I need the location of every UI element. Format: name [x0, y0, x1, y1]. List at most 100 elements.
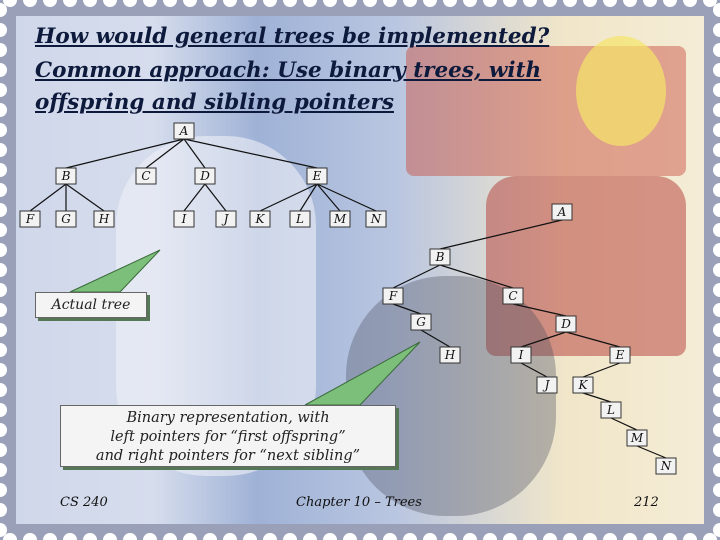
binary-tree-edges — [392, 219, 667, 459]
binary-tree-node-box — [655, 457, 677, 475]
actual-tree-node-k: K — [249, 210, 271, 228]
actual-tree-node-l: L — [289, 210, 311, 228]
actual-tree-node-e: E — [306, 167, 328, 185]
binary-tree-node-box — [572, 376, 594, 394]
actual-tree-node-box — [93, 210, 115, 228]
actual-tree-node-label: K — [255, 212, 266, 226]
actual-tree-edge-d-j — [204, 183, 227, 212]
binary-tree-node-l: L — [600, 401, 622, 419]
stamp-background-image — [16, 16, 704, 524]
binary-tree-edge-i-j — [520, 362, 548, 378]
actual-tree-node-label: D — [199, 169, 210, 183]
actual-tree-node-n: N — [365, 210, 387, 228]
binary-tree-node-label: H — [444, 348, 456, 362]
binary-tree-node-n: N — [655, 457, 677, 475]
actual-tree-edge-e-l — [299, 183, 318, 212]
binary-tree-edge-g-h — [420, 329, 451, 348]
footer-course: CS 240 — [60, 495, 108, 510]
binary-tree-node-k: K — [572, 376, 594, 394]
binary-tree-node-c: C — [502, 287, 524, 305]
actual-tree-node-label: C — [141, 169, 150, 183]
actual-tree-edges — [29, 138, 377, 212]
binary-tree-node-label: M — [630, 431, 644, 445]
binary-tree-node-h: H — [439, 346, 461, 364]
actual-tree-node-label: E — [312, 169, 322, 183]
binary-tree-edge-m-n — [636, 445, 667, 459]
binary-tree-node-box — [609, 346, 631, 364]
actual-tree-node-box — [365, 210, 387, 228]
actual-tree-node-d: D — [194, 167, 216, 185]
binary-tree-node-label: A — [557, 205, 567, 219]
binary-tree-edge-l-m — [610, 417, 638, 431]
binary-tree-edge-d-i — [520, 331, 567, 348]
binary-callout-line-2: left pointers for “first offspring” — [110, 429, 346, 445]
actual-tree-node-label: I — [181, 212, 187, 226]
binary-tree-node-label: C — [508, 289, 517, 303]
actual-tree-node-box — [135, 167, 157, 185]
actual-tree-node-box — [173, 210, 195, 228]
binary-tree-node-label: G — [416, 315, 426, 329]
actual-tree-node-box — [215, 210, 237, 228]
binary-tree-node-g: G — [410, 313, 432, 331]
actual-tree-node-box — [249, 210, 271, 228]
actual-tree-node-label: G — [61, 212, 71, 226]
binary-tree-node-box — [626, 429, 648, 447]
actual-tree-node-label: J — [221, 212, 230, 226]
binary-tree-node-label: I — [518, 348, 524, 362]
binary-tree-node-box — [555, 315, 577, 333]
binary-tree-node-box — [510, 346, 532, 364]
actual-tree-node-box — [194, 167, 216, 185]
actual-tree-callout-text: Actual tree — [51, 297, 131, 313]
actual-tree-node-box — [55, 210, 77, 228]
binary-tree-edge-b-f — [392, 264, 441, 289]
actual-tree-node-c: C — [135, 167, 157, 185]
title-line-1: How would general trees be implemented? — [35, 24, 550, 49]
actual-tree-node-b: B — [55, 167, 77, 185]
actual-tree-node-label: B — [61, 169, 71, 183]
binary-tree-edge-c-d — [512, 303, 567, 317]
actual-tree-callout-pointer — [69, 249, 161, 293]
actual-tree-node-g: G — [55, 210, 77, 228]
actual-tree-node-i: I — [173, 210, 195, 228]
actual-tree-edge-a-c — [145, 138, 185, 169]
actual-tree-edge-a-b — [65, 138, 185, 169]
binary-tree-node-e: E — [609, 346, 631, 364]
binary-tree-node-label: L — [606, 403, 615, 417]
binary-tree-edge-e-k — [582, 362, 621, 378]
actual-tree-node-box — [55, 167, 77, 185]
binary-tree-node-box — [551, 203, 573, 221]
actual-tree-node-m: M — [329, 210, 351, 228]
binary-tree-node-box — [502, 287, 524, 305]
binary-tree-node-box — [382, 287, 404, 305]
binary-representation-callout: Binary representation, with left pointer… — [60, 405, 396, 467]
actual-tree-edge-e-k — [259, 183, 318, 212]
actual-tree-edge-e-m — [316, 183, 341, 212]
actual-tree-edge-a-d — [183, 138, 206, 169]
actual-tree-node-f: F — [19, 210, 41, 228]
actual-tree-edge-e-n — [316, 183, 377, 212]
title-line-3: offspring and sibling pointers — [35, 90, 394, 115]
binary-tree-node-label: B — [435, 250, 445, 264]
binary-tree-node-d: D — [555, 315, 577, 333]
binary-tree-node-label: N — [660, 459, 672, 473]
binary-tree-edge-f-g — [392, 303, 422, 315]
actual-tree-node-box — [173, 122, 195, 140]
binary-tree-node-m: M — [626, 429, 648, 447]
binary-tree-node-b: B — [429, 248, 451, 266]
binary-tree-node-box — [429, 248, 451, 266]
binary-tree-node-box — [410, 313, 432, 331]
binary-tree-edge-k-l — [582, 392, 612, 403]
binary-tree-node-a: A — [551, 203, 573, 221]
binary-tree-node-label: D — [560, 317, 571, 331]
binary-callout-line-3: and right pointers for “next sibling” — [95, 448, 361, 464]
binary-tree-node-i: I — [510, 346, 532, 364]
actual-tree-node-box — [19, 210, 41, 228]
binary-tree-edge-a-b — [439, 219, 563, 250]
footer-chapter: Chapter 10 – Trees — [296, 495, 422, 510]
actual-tree-node-j: J — [215, 210, 237, 228]
actual-tree-callout: Actual tree — [35, 292, 147, 318]
